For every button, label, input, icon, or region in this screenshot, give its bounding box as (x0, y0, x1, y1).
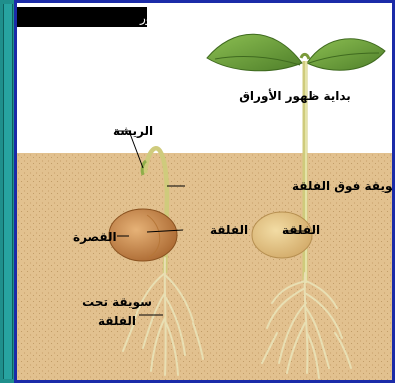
side-decoration-inner (3, 4, 13, 379)
label-seed-coat: القصرة (73, 230, 117, 244)
label-epicotyl: سويقة فوق الفلقة (292, 179, 392, 194)
label-plumule: الريشة (113, 124, 153, 138)
side-decoration-strip (0, 0, 14, 383)
title-background (17, 7, 147, 27)
germination-illustration: قاموس النبات المصور (17, 3, 392, 380)
label-cotyledon-left: الفلقة (210, 223, 248, 237)
label-cotyledon-right: الفلقة (282, 223, 320, 237)
left-seed (109, 209, 177, 261)
diagram-title: قاموس النبات المصور (139, 11, 250, 26)
label-hypocotyl-line2: الفلقة (98, 314, 136, 328)
illustration-panel: قاموس النبات المصور (14, 0, 395, 383)
label-hypocotyl-line1: سويقة تحت (82, 295, 152, 310)
label-emerging-leaves: بداية ظهور الأوراق (239, 88, 351, 104)
